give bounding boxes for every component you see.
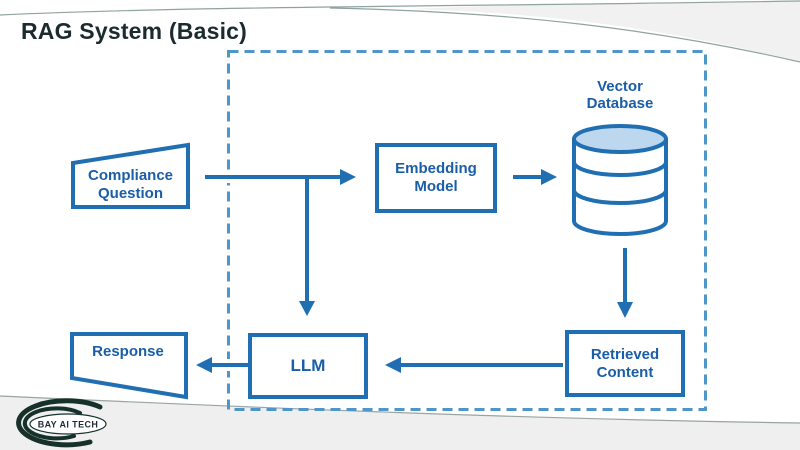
embedding-model-label-line1: Embedding: [395, 160, 477, 177]
bottom-band-line: [0, 395, 800, 424]
response-label: Response: [78, 343, 178, 361]
response-shape: [70, 332, 188, 400]
compliance-question-label: Compliance Question: [73, 167, 188, 203]
llm-node: LLM: [248, 333, 368, 399]
compliance-question-label-line2: Question: [97, 185, 163, 202]
embedding-model-node: Embedding Model: [375, 143, 497, 213]
top-swoosh-lower-line: [329, 7, 800, 63]
logo-inner-arc-icon: [22, 406, 82, 441]
llm-label: LLM: [290, 356, 326, 375]
compliance-question-label-line1: Compliance: [87, 167, 174, 184]
logo-text: BAY AI TECH: [38, 420, 99, 430]
compliance-question-shape: [71, 142, 190, 209]
bay-ai-tech-logo: BAY AI TECH: [16, 398, 107, 448]
top-swoosh-fill: [410, 1, 800, 62]
system-boundary-dashed-box: [227, 50, 707, 411]
retrieved-content-label-line2: Content: [596, 363, 654, 381]
vector-database-label-line1: Vector: [597, 78, 643, 95]
retrieved-content-node: Retrieved Content: [565, 330, 685, 397]
arrowhead-right-icon: [340, 169, 356, 185]
arrowhead-down-icon: [617, 302, 633, 318]
bottom-band-fill: [0, 396, 800, 450]
response-label-text: Response: [92, 343, 164, 360]
retrieved-content-label-line1: Retrieved: [590, 345, 660, 363]
arrowhead-down-icon: [299, 301, 315, 316]
vector-database-label-line2: Database: [586, 95, 654, 112]
embedding-model-label-line2: Model: [414, 178, 458, 195]
arrowhead-left-icon: [196, 357, 212, 373]
page-title: RAG System (Basic): [21, 18, 248, 44]
vector-database-label: Vector Database: [560, 78, 680, 112]
logo-outer-arc-icon: [16, 398, 103, 448]
connectors: [196, 169, 633, 373]
vector-database-cylinder-icon: [572, 124, 668, 236]
arrowhead-right-icon: [541, 169, 557, 185]
logo-ellipse: [29, 413, 107, 435]
arrowhead-left-icon: [385, 357, 401, 373]
top-swoosh-upper-line: [0, 0, 800, 16]
